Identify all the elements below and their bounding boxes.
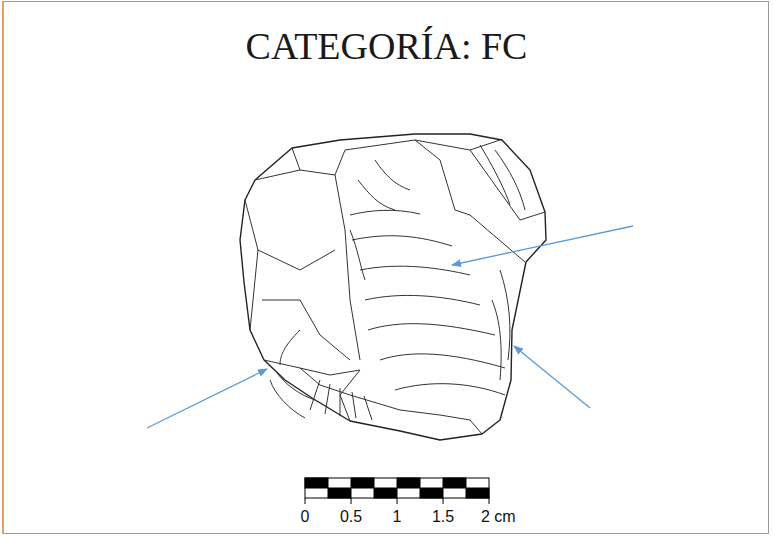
scale-label: 2 cm: [481, 508, 516, 526]
scale-label: 1.5: [432, 508, 454, 526]
scale-label: 0: [301, 508, 310, 526]
scale-bar: [305, 478, 489, 504]
scale-label: 0.5: [340, 508, 362, 526]
scale-label: 1: [393, 508, 402, 526]
pointer-arrows: [147, 226, 633, 428]
title: CATEGORÍA: FC: [0, 24, 773, 68]
